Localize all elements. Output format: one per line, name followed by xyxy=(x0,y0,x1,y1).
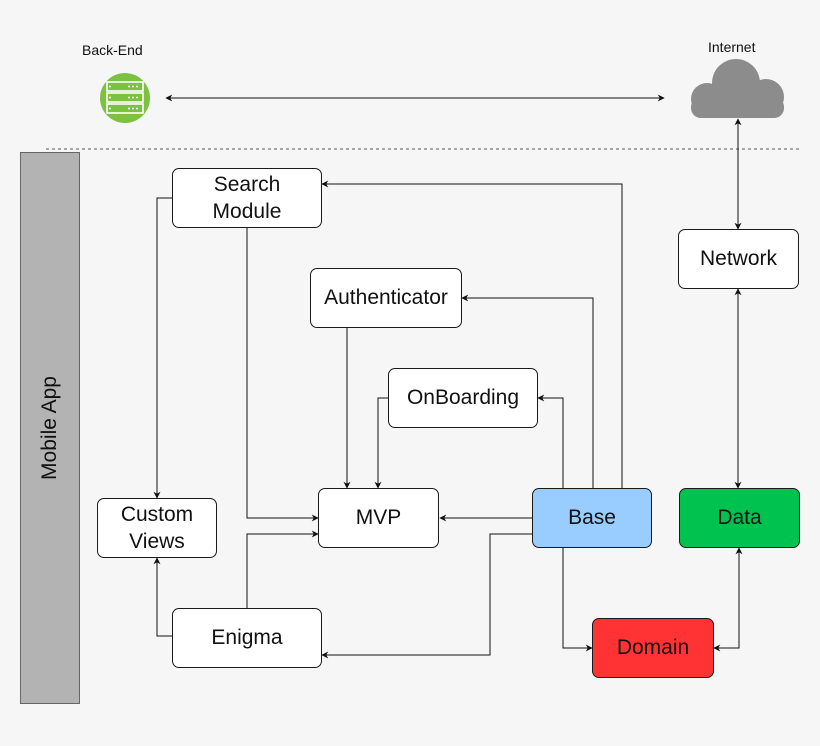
edge-enigma-mvp xyxy=(246,530,319,608)
onboarding-node[interactable]: OnBoarding xyxy=(388,368,538,428)
internet-label: Internet xyxy=(708,39,756,55)
search-module-node[interactable]: Search Module xyxy=(172,168,322,228)
network-node[interactable]: Network xyxy=(678,229,799,289)
mvp-node[interactable]: MVP xyxy=(318,488,439,548)
mobile-app-bar: Mobile App xyxy=(20,152,80,704)
edge-onboarding-mvp xyxy=(374,397,388,489)
edge-data-domain xyxy=(713,547,743,652)
authenticator-node[interactable]: Authenticator xyxy=(310,268,462,328)
edge-base-domain xyxy=(562,548,593,652)
enigma-node[interactable]: Enigma xyxy=(172,608,322,668)
data-node[interactable]: Data xyxy=(679,488,800,548)
domain-node[interactable]: Domain xyxy=(592,618,714,678)
edge-search-customviews xyxy=(153,197,172,499)
edge-base-enigma xyxy=(321,533,532,659)
backend-label: Back-End xyxy=(82,42,143,58)
edge-base-authenticator xyxy=(461,294,594,488)
server-icon xyxy=(100,73,150,123)
edge-search-mvp xyxy=(246,228,319,522)
edge-enigma-customviews xyxy=(153,557,172,637)
cloud-icon xyxy=(691,59,784,118)
custom-views-node[interactable]: Custom Views xyxy=(97,498,217,558)
edge-base-onboarding xyxy=(537,394,564,488)
base-node[interactable]: Base xyxy=(532,488,652,548)
mobile-app-label: Mobile App xyxy=(38,376,61,480)
edge-base-search xyxy=(321,180,623,488)
